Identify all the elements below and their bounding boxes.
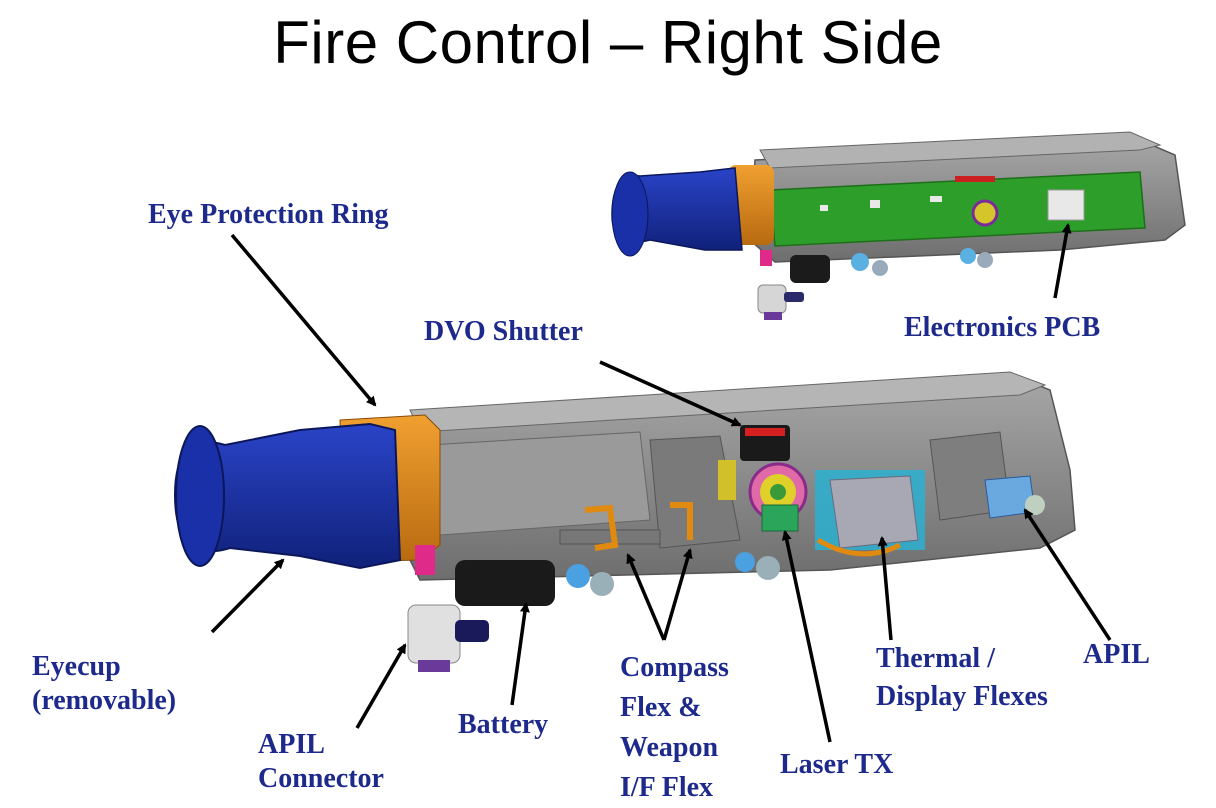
arrow-weapon-flex (662, 548, 693, 641)
label-apil-connector-line1: APIL (258, 729, 325, 760)
arrow-apil (1023, 508, 1112, 641)
leader-lines (210, 223, 1112, 743)
arrow-eyecup (210, 558, 285, 634)
arrow-dvo-shutter (599, 360, 742, 427)
label-compass-line3: Weapon (620, 732, 719, 763)
page-title: Fire Control – Right Side (273, 9, 943, 76)
arrow-laser-tx (781, 530, 832, 743)
lower-assembly (173, 371, 1076, 672)
label-thermal-display-flexes: Thermal / Display Flexes (876, 640, 1048, 716)
label-laser-tx: Laser TX (780, 749, 894, 780)
label-eyecup-line1: Eyecup (32, 651, 121, 682)
label-apil-connector-line2: Connector (258, 763, 384, 794)
label-apil-connector: APIL Connector (258, 728, 384, 796)
arrow-apil-connector (355, 643, 407, 729)
arrow-electronics-pcb (1053, 223, 1072, 299)
label-thermal-line1: Thermal / (876, 643, 995, 674)
apil-connector-icon (407, 545, 489, 672)
label-dvo-shutter: DVO Shutter (424, 316, 583, 347)
arrow-battery (510, 602, 530, 706)
label-eyecup-line2: (removable) (32, 685, 177, 716)
label-compass-line4: I/F Flex (620, 772, 714, 803)
upper-housing-top-icon (759, 131, 1162, 169)
pcb-chip-icon (1047, 189, 1085, 221)
upper-assembly (611, 131, 1186, 320)
label-battery: Battery (458, 709, 549, 740)
label-compass-line2: Flex & (620, 692, 702, 723)
battery-icon (455, 560, 555, 606)
arrow-eye-protection-ring (230, 233, 377, 407)
label-thermal-line2: Display Flexes (876, 681, 1048, 712)
label-eye-protection-ring: Eye Protection Ring (148, 199, 389, 230)
label-eyecup: Eyecup (removable) (32, 650, 176, 718)
label-compass-line1: Compass (620, 652, 729, 683)
laser-icon (718, 460, 808, 532)
label-apil: APIL (1083, 639, 1150, 670)
label-compass-weapon-flex: Compass Flex & Weapon I/F Flex (620, 648, 729, 808)
arrow-compass-flex (626, 553, 666, 641)
label-electronics-pcb: Electronics PCB (904, 312, 1101, 343)
arrow-thermal-flexes (877, 536, 893, 641)
